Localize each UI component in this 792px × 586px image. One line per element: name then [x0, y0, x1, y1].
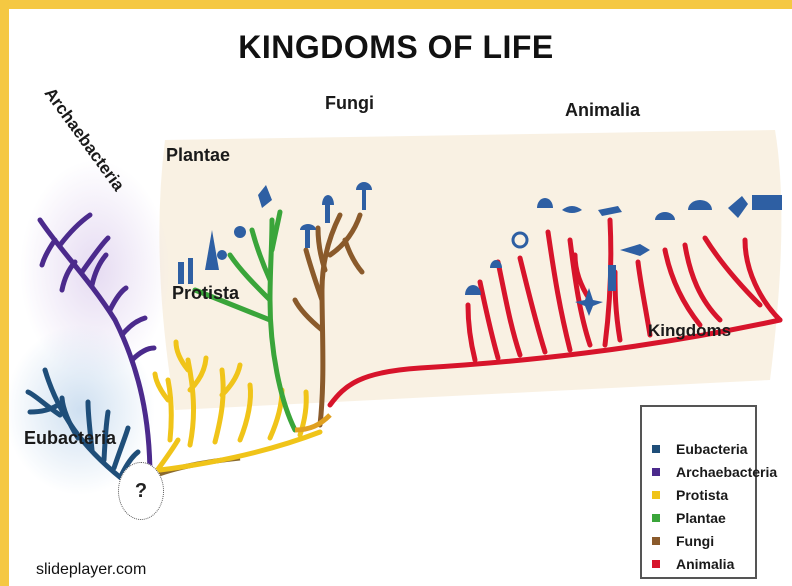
- fungi-label: Fungi: [325, 93, 374, 114]
- legend-swatch: [652, 445, 660, 453]
- cream-background-band: [159, 130, 781, 410]
- lower-connector: [295, 415, 330, 430]
- legend-swatch: [652, 537, 660, 545]
- legend-swatch: [652, 514, 660, 522]
- legend-swatch: [652, 468, 660, 476]
- legend-label: Fungi: [676, 531, 714, 551]
- legend-label: Plantae: [676, 508, 726, 528]
- unknown-origin-circle: ?: [118, 462, 164, 520]
- eubacteria-label: Eubacteria: [24, 428, 116, 449]
- legend-label: Eubacteria: [676, 439, 748, 459]
- legend-label: Archaebacteria: [676, 462, 777, 482]
- plantae-label: Plantae: [166, 145, 230, 166]
- animalia-label: Animalia: [565, 100, 640, 121]
- legend-label: Animalia: [676, 554, 734, 574]
- source-credit: slideplayer.com: [36, 561, 146, 579]
- legend: Eubacteria Archaebacteria Protista Plant…: [640, 405, 757, 579]
- kingdoms-label: Kingdoms: [648, 321, 731, 341]
- protista-label: Protista: [172, 283, 239, 304]
- legend-label: Protista: [676, 485, 728, 505]
- legend-swatch: [652, 560, 660, 568]
- page-title: KINGDOMS OF LIFE: [0, 29, 792, 66]
- legend-swatch: [652, 491, 660, 499]
